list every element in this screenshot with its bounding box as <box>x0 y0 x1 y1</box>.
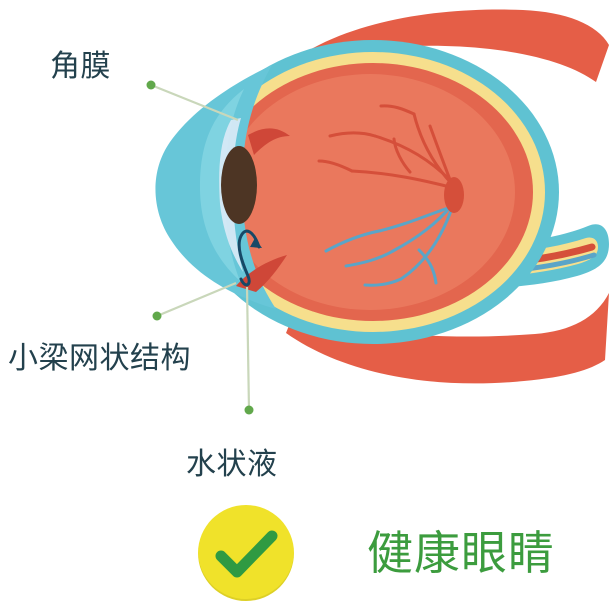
check-icon <box>198 505 294 601</box>
aqueous-humor-label: 水状液 <box>186 450 278 480</box>
optic-disc <box>444 177 464 213</box>
pupil <box>221 146 257 224</box>
healthy-eye-badge <box>198 505 294 601</box>
trabecular-meshwork-label: 小梁网状结构 <box>8 344 191 374</box>
healthy-eye-text: 健康眼睛 <box>367 530 555 576</box>
cornea-label: 角膜 <box>50 52 111 82</box>
